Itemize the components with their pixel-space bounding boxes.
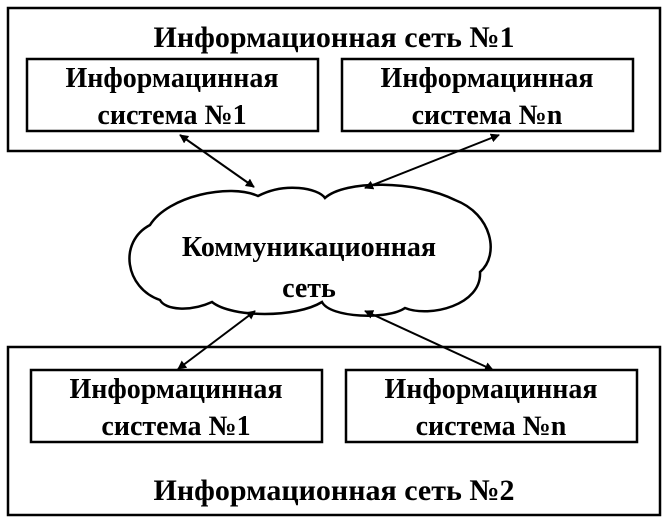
network-1-group: Информационная сеть №1 Информацинная сис… [6, 6, 662, 153]
cloud-label-line-2: сеть [282, 273, 336, 304]
connector-net2-systemn-cloud [364, 310, 494, 371]
connector-net1-system1-cloud [179, 134, 255, 188]
network-2-frame [6, 345, 662, 517]
network-2-system-n-line-1: Информацинная [385, 374, 598, 405]
network-1-system-1: Информацинная система №1 [25, 57, 320, 133]
network-2-system-1-line-1: Информацинная [70, 374, 283, 405]
network-2-system-1-box [29, 368, 324, 444]
network-2-system-n: Информацинная система №n [344, 368, 639, 444]
network-2-system-1-line-2: система №1 [101, 411, 250, 442]
network-2-system-n-line-2: система №n [416, 411, 567, 442]
network-1-system-n: Информацинная система №n [340, 57, 635, 133]
network-2-title: Информационная сеть №2 [154, 474, 515, 507]
network-1-system-1-line-2: система №1 [97, 100, 246, 131]
cloud-label-line-1: Коммуникационная [182, 232, 436, 263]
cloud-shape [128, 183, 492, 317]
connector-net2-system1-cloud [177, 310, 256, 370]
network-2-group: Информацинная система №1 Информацинная с… [6, 345, 662, 517]
network-1-title: Информационная сеть №1 [154, 21, 515, 54]
communication-network-cloud: Коммуникационная сеть [128, 183, 492, 317]
network-1-system-n-box [340, 57, 635, 133]
network-1-system-1-box [25, 57, 320, 133]
network-2-system-1: Информацинная система №1 [29, 368, 324, 444]
connector-net1-systemn-cloud [364, 133, 500, 190]
network-1-frame [6, 6, 662, 153]
network-1-system-n-line-2: система №n [412, 100, 563, 131]
network-1-system-n-line-1: Информацинная [381, 63, 594, 94]
network-1-system-1-line-1: Информацинная [66, 63, 279, 94]
network-2-system-n-box [344, 368, 639, 444]
